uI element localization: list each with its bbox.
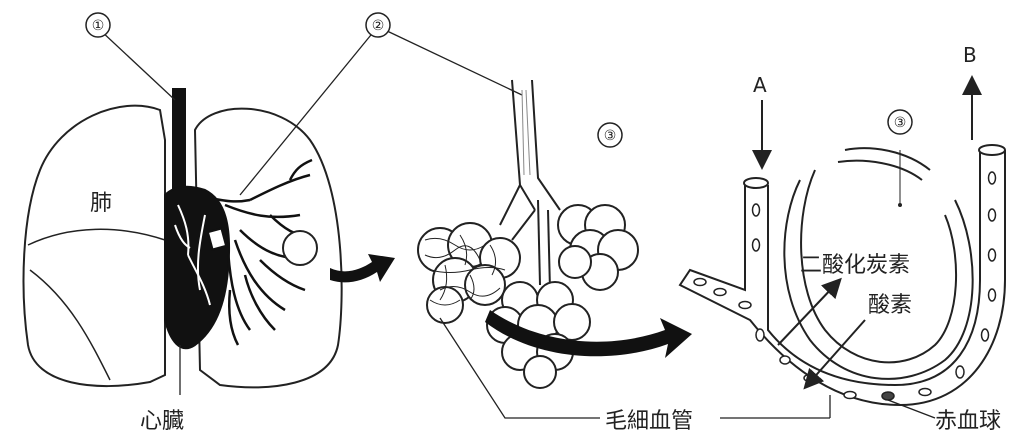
label-arrow-b: B bbox=[963, 43, 977, 67]
label-heart: 心臓 bbox=[140, 409, 184, 434]
label-capillary: 毛細血管 bbox=[605, 409, 693, 434]
label-red-blood-cell: 赤血球 bbox=[935, 409, 1001, 434]
label-carbon-dioxide: 二酸化炭素 bbox=[800, 253, 910, 278]
label-num1: ① bbox=[92, 18, 105, 34]
lungs-figure bbox=[24, 88, 342, 387]
left-lung bbox=[24, 106, 165, 386]
label-arrow-a: A bbox=[753, 73, 767, 97]
label-num2: ② bbox=[372, 18, 385, 34]
label-oxygen: 酸素 bbox=[868, 293, 912, 318]
oxygen-arrow bbox=[810, 320, 865, 382]
label-num3-detail: ③ bbox=[894, 115, 907, 131]
alveoli-cluster-top bbox=[558, 205, 638, 290]
label-lung: 肺 bbox=[90, 191, 112, 216]
label-num3-alveoli: ③ bbox=[604, 128, 617, 144]
gas-exchange-figure bbox=[680, 85, 1005, 405]
alveoli-zoom-circle bbox=[283, 231, 317, 265]
trachea bbox=[172, 88, 186, 198]
